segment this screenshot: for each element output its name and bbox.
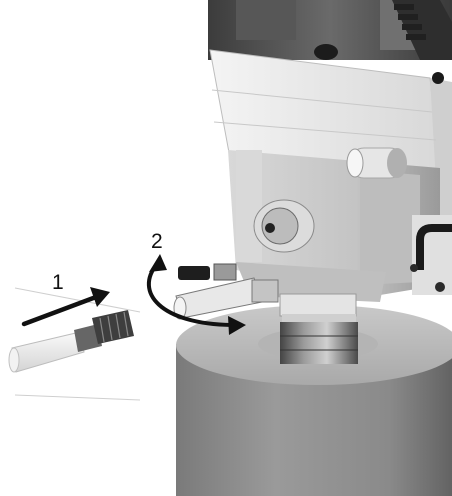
motor-housing <box>208 0 452 60</box>
hose-connector <box>8 287 141 401</box>
screw-icon <box>265 223 275 233</box>
valve-lever-icon <box>178 266 210 280</box>
step-label-1: 1 <box>52 271 64 294</box>
white-panel <box>209 49 452 250</box>
curved-arrow-icon <box>146 254 246 335</box>
knob-icon <box>314 44 338 60</box>
lever-shaft <box>346 147 407 179</box>
adjust-knob <box>253 199 315 253</box>
step-label-2: 2 <box>151 230 163 253</box>
water-valve <box>173 263 279 320</box>
bolt-icon <box>432 72 444 84</box>
cable-icon <box>394 4 426 40</box>
straight-arrow-icon <box>21 287 110 327</box>
handle-icon <box>416 224 452 270</box>
